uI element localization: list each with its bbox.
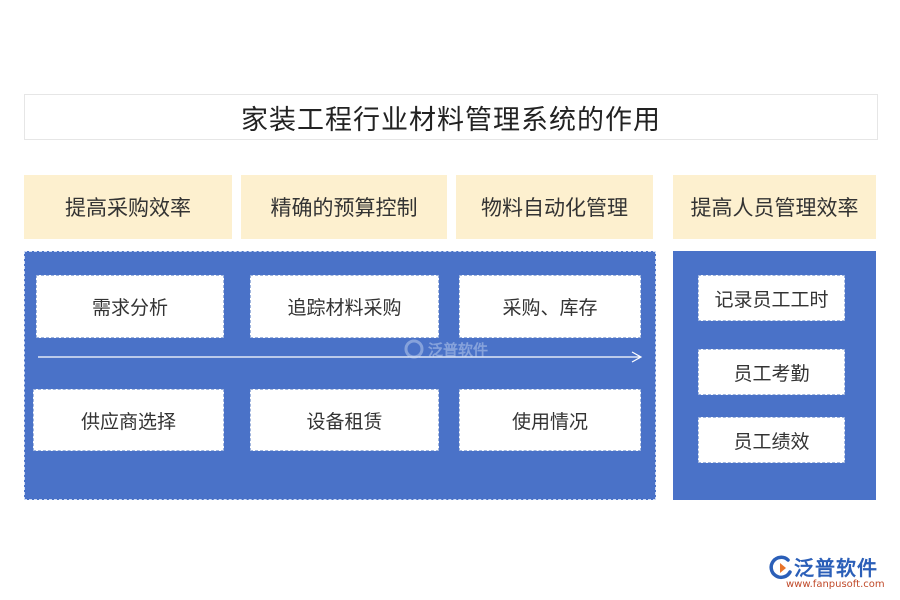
card-procurement-inventory: 采购、库存 <box>459 275 641 338</box>
card-record-work-hours: 记录员工工时 <box>698 275 845 321</box>
flow-arrow <box>38 351 643 363</box>
brand-logo-icon <box>769 555 792 580</box>
card-staff-performance: 员工绩效 <box>698 417 845 463</box>
header-material-automation: 物料自动化管理 <box>456 175 653 239</box>
brand-url: www.fanpusoft.com <box>786 579 885 590</box>
header-staff-efficiency: 提高人员管理效率 <box>673 175 876 239</box>
header-procurement-efficiency: 提高采购效率 <box>24 175 232 239</box>
header-budget-control: 精确的预算控制 <box>241 175 447 239</box>
card-demand-analysis: 需求分析 <box>36 275 224 338</box>
card-staff-attendance: 员工考勤 <box>698 349 845 395</box>
card-usage-status: 使用情况 <box>459 389 641 451</box>
card-equipment-rental: 设备租赁 <box>250 389 439 451</box>
card-track-material-procurement: 追踪材料采购 <box>250 275 439 338</box>
brand-logo: 泛普软件 www.fanpusoft.com <box>766 550 888 594</box>
card-supplier-selection: 供应商选择 <box>33 389 224 451</box>
brand-name: 泛普软件 <box>794 556 878 580</box>
diagram-title: 家装工程行业材料管理系统的作用 <box>24 94 878 140</box>
